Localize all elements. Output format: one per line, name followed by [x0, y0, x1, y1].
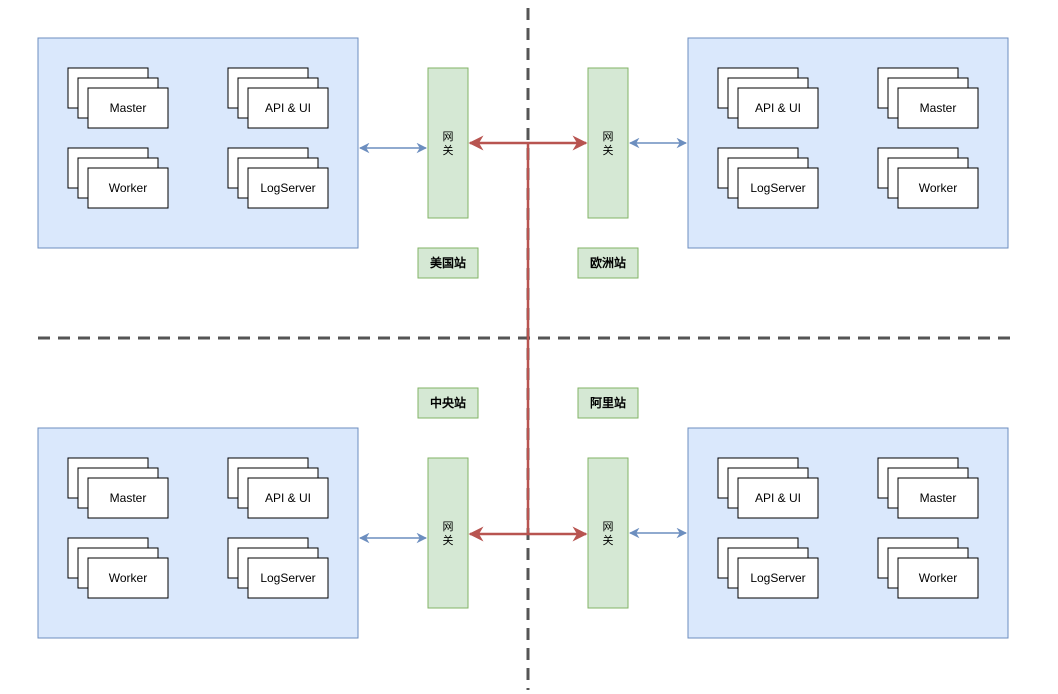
site-us-label-box — [417, 247, 479, 279]
component-stack: Worker — [877, 537, 979, 599]
site-central: Master API & UI Worker LogServer 网关 中央站 — [37, 387, 479, 639]
gateway-central-label: 网关 — [443, 520, 454, 547]
site-central-label-box — [417, 387, 479, 419]
component-card — [897, 477, 979, 519]
site-eu: API & UI Master LogServer Worker 网关 欧洲站 — [577, 37, 1009, 279]
component-card — [87, 87, 169, 129]
gateway-us-box — [427, 67, 469, 219]
component-label: Worker — [919, 181, 957, 195]
component-card — [247, 477, 329, 519]
component-card — [897, 557, 979, 599]
component-card — [737, 87, 819, 129]
component-stack: API & UI — [717, 457, 819, 519]
component-card — [87, 167, 169, 209]
component-label: Worker — [109, 571, 147, 585]
component-label: Master — [920, 101, 957, 115]
component-card — [897, 87, 979, 129]
component-card — [247, 87, 329, 129]
component-label: API & UI — [755, 491, 801, 505]
component-stack: Master — [877, 67, 979, 129]
component-stack: LogServer — [227, 147, 329, 209]
component-stack: API & UI — [227, 457, 329, 519]
component-card — [87, 477, 169, 519]
component-card — [737, 167, 819, 209]
component-label: API & UI — [265, 491, 311, 505]
gateway-eu-label: 网关 — [603, 130, 614, 157]
component-stack: API & UI — [227, 67, 329, 129]
component-card — [737, 477, 819, 519]
component-stack: Worker — [67, 147, 169, 209]
site-central-label: 中央站 — [430, 395, 466, 410]
site-ali: API & UI Master LogServer Worker 网关 阿里站 — [577, 387, 1009, 639]
component-stack: Master — [67, 457, 169, 519]
component-label: Worker — [109, 181, 147, 195]
component-stack: Master — [67, 67, 169, 129]
component-label: API & UI — [265, 101, 311, 115]
site-us: Master API & UI Worker LogServer 网关 美国站 — [37, 37, 479, 279]
gateway-ali-label: 网关 — [603, 520, 614, 547]
component-card — [897, 167, 979, 209]
component-card — [737, 557, 819, 599]
gateway-central-box — [427, 457, 469, 609]
component-label: LogServer — [260, 181, 315, 195]
site-ali-label-box — [577, 387, 639, 419]
component-stack: Master — [877, 457, 979, 519]
component-card — [87, 557, 169, 599]
site-ali-label: 阿里站 — [590, 395, 626, 410]
component-card — [247, 167, 329, 209]
component-label: API & UI — [755, 101, 801, 115]
component-label: LogServer — [260, 571, 315, 585]
component-label: Master — [920, 491, 957, 505]
gateway-ali-box — [587, 457, 629, 609]
site-us-label: 美国站 — [430, 255, 466, 270]
gateway-eu-box — [587, 67, 629, 219]
component-card — [247, 557, 329, 599]
component-label: Worker — [919, 571, 957, 585]
component-label: Master — [110, 101, 147, 115]
component-stack: LogServer — [717, 537, 819, 599]
component-stack: API & UI — [717, 67, 819, 129]
component-stack: LogServer — [717, 147, 819, 209]
component-label: LogServer — [750, 181, 805, 195]
site-eu-label: 欧洲站 — [590, 255, 626, 270]
component-stack: Worker — [877, 147, 979, 209]
component-stack: Worker — [67, 537, 169, 599]
site-eu-label-box — [577, 247, 639, 279]
component-label: LogServer — [750, 571, 805, 585]
component-stack: LogServer — [227, 537, 329, 599]
component-label: Master — [110, 491, 147, 505]
gateway-us-label: 网关 — [443, 130, 454, 157]
